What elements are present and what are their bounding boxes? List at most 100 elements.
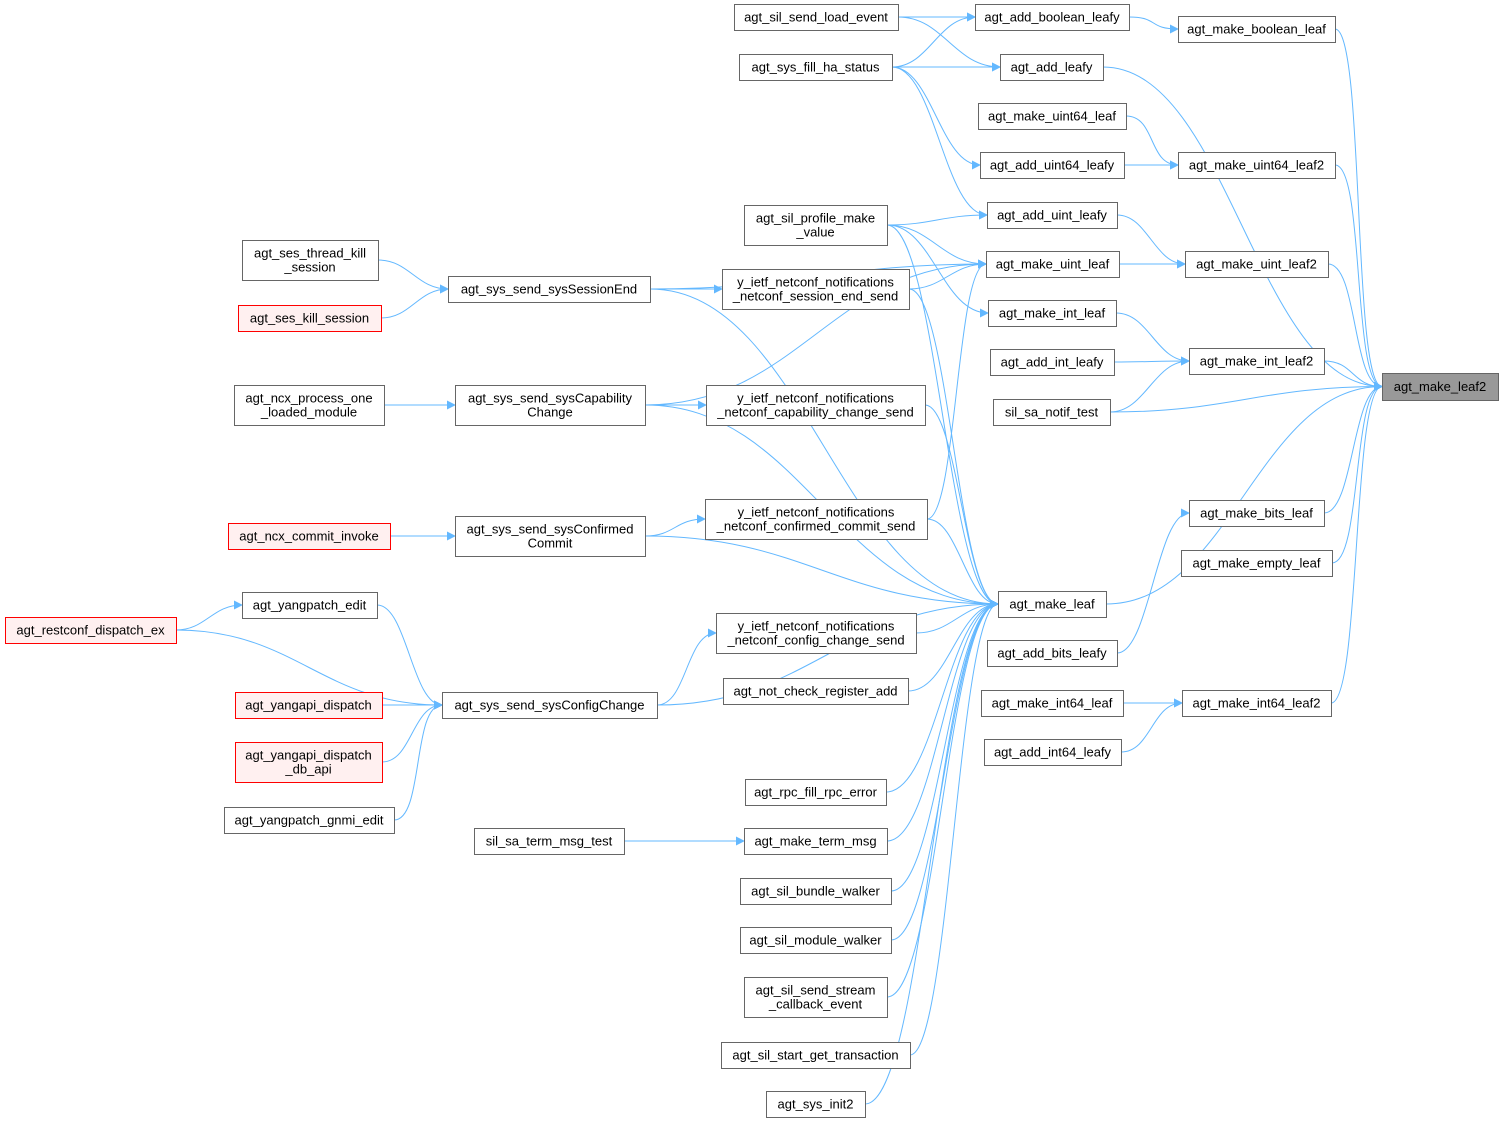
node-agt_restconf_dispatch_ex[interactable]: agt_restconf_dispatch_ex	[5, 617, 177, 644]
node-sil_sa_term_msg_test[interactable]: sil_sa_term_msg_test	[474, 828, 625, 855]
node-agt_make_term_msg[interactable]: agt_make_term_msg	[744, 828, 888, 855]
node-label: agt_ses_kill_session	[250, 311, 369, 326]
node-agt_sil_module_walker[interactable]: agt_sil_module_walker	[740, 927, 892, 954]
node-agt_ses_kill_session[interactable]: agt_ses_kill_session	[238, 305, 382, 332]
call-edge-agt_sil_send_load_event-to-agt_add_leafy	[897, 16, 1001, 72]
node-agt_make_int64_leaf2[interactable]: agt_make_int64_leaf2	[1182, 690, 1332, 717]
node-label: agt_make_uint64_leaf2	[1189, 158, 1324, 173]
node-y_ietf_netconf_notifications_netconf_config_change_send[interactable]: y_ietf_netconf_notifications_netconf_con…	[716, 613, 917, 654]
node-agt_make_uint_leaf2[interactable]: agt_make_uint_leaf2	[1185, 251, 1329, 278]
node-agt_ncx_commit_invoke[interactable]: agt_ncx_commit_invoke	[228, 523, 391, 550]
node-agt_sys_init2[interactable]: agt_sys_init2	[766, 1091, 866, 1118]
call-edge-agt_ses_kill_session-to-agt_sys_send_sysSessionEnd	[380, 284, 449, 319]
call-edge-y_ietf_netconf_notifications_netconf_session_end_send-to-agt_make_leaf	[908, 288, 999, 609]
node-label: agt_add_leafy	[1011, 60, 1093, 75]
call-edge-agt_make_boolean_leaf-to-agt_make_leaf2	[1334, 28, 1383, 391]
node-agt_add_int64_leafy[interactable]: agt_add_int64_leafy	[984, 739, 1122, 766]
node-agt_sil_bundle_walker[interactable]: agt_sil_bundle_walker	[740, 878, 892, 905]
node-agt_make_leaf[interactable]: agt_make_leaf	[998, 591, 1107, 618]
node-agt_make_int_leaf[interactable]: agt_make_int_leaf	[988, 300, 1117, 327]
node-y_ietf_netconf_notifications_netconf_confirmed_commit_send[interactable]: y_ietf_netconf_notifications_netconf_con…	[705, 499, 928, 540]
node-box	[744, 205, 888, 246]
call-edge-y_ietf_netconf_notifications_netconf_session_end_send-to-agt_make_uint_leaf	[908, 259, 987, 290]
node-box	[235, 742, 383, 783]
node-agt_sys_fill_ha_status[interactable]: agt_sys_fill_ha_status	[739, 54, 893, 81]
node-label: agt_add_boolean_leafy	[984, 10, 1120, 25]
node-agt_ses_thread_kill_session[interactable]: agt_ses_thread_kill_session	[242, 240, 379, 281]
node-agt_yangpatch_edit[interactable]: agt_yangpatch_edit	[242, 592, 378, 619]
call-edge-y_ietf_netconf_notifications_netconf_confirmed_commit_send-to-agt_make_uint_leaf	[926, 259, 987, 520]
node-agt_yangapi_dispatch[interactable]: agt_yangapi_dispatch	[235, 692, 383, 719]
node-agt_sil_send_stream_callback_event[interactable]: agt_sil_send_stream_callback_event	[744, 977, 888, 1018]
call-edge-agt_rpc_fill_rpc_error-to-agt_make_leaf	[885, 599, 999, 793]
call-edge-agt_sil_profile_make_value-to-agt_make_uint_leaf	[886, 224, 987, 269]
node-agt_ncx_process_one_loaded_module[interactable]: agt_ncx_process_one_loaded_module	[234, 385, 385, 426]
call-edge-agt_sys_init2-to-agt_make_leaf	[864, 599, 999, 1105]
call-edge-agt_make_leaf-to-agt_make_leaf2	[1105, 382, 1383, 605]
node-agt_add_uint64_leafy[interactable]: agt_add_uint64_leafy	[980, 152, 1125, 179]
node-agt_rpc_fill_rpc_error[interactable]: agt_rpc_fill_rpc_error	[745, 779, 887, 806]
node-label: agt_add_uint_leafy	[997, 208, 1107, 223]
node-label: agt_yangpatch_gnmi_edit	[235, 813, 384, 828]
node-agt_sys_send_sysConfigChange[interactable]: agt_sys_send_sysConfigChange	[442, 692, 658, 719]
node-agt_sil_send_load_event[interactable]: agt_sil_send_load_event	[734, 4, 899, 31]
call-edge-agt_add_boolean_leafy-to-agt_make_boolean_leaf	[1128, 16, 1179, 34]
node-agt_add_bits_leafy[interactable]: agt_add_bits_leafy	[987, 640, 1118, 667]
node-label: agt_sys_fill_ha_status	[752, 60, 880, 75]
node-agt_make_boolean_leaf[interactable]: agt_make_boolean_leaf	[1178, 16, 1336, 43]
node-agt_sil_start_get_transaction[interactable]: agt_sil_start_get_transaction	[721, 1042, 911, 1069]
node-box	[1178, 152, 1336, 179]
node-label: agt_sil_profile_make	[756, 211, 875, 226]
node-box	[238, 305, 382, 332]
node-agt_make_uint64_leaf2[interactable]: agt_make_uint64_leaf2	[1178, 152, 1336, 179]
node-label: _netconf_capability_change_send	[716, 405, 914, 420]
node-box	[1382, 373, 1499, 401]
node-label: agt_yangapi_dispatch	[245, 748, 372, 763]
call-edge-agt_sys_send_sysCapabilityChange-to-agt_make_uint_leaf	[644, 259, 987, 406]
node-agt_add_int_leafy[interactable]: agt_add_int_leafy	[990, 349, 1115, 376]
node-agt_make_bits_leaf[interactable]: agt_make_bits_leaf	[1189, 500, 1325, 527]
call-edge-agt_sys_fill_ha_status-to-agt_add_uint_leafy	[891, 66, 988, 220]
node-agt_sil_profile_make_value[interactable]: agt_sil_profile_make_value	[744, 205, 888, 246]
node-agt_yangapi_dispatch_db_api[interactable]: agt_yangapi_dispatch_db_api	[235, 742, 383, 783]
node-agt_sys_send_sysSessionEnd[interactable]: agt_sys_send_sysSessionEnd	[448, 276, 651, 303]
node-agt_not_check_register_add[interactable]: agt_not_check_register_add	[723, 678, 909, 705]
node-agt_make_uint64_leaf[interactable]: agt_make_uint64_leaf	[978, 103, 1127, 130]
node-box	[745, 779, 887, 806]
call-edge-agt_make_uint64_leaf2-to-agt_make_leaf2	[1334, 164, 1383, 391]
edge-layer	[175, 12, 1383, 1105]
node-layer: agt_make_leaf2 agt_make_boolean_leaf agt_a…	[5, 4, 1499, 1118]
node-agt_make_empty_leaf[interactable]: agt_make_empty_leaf	[1181, 550, 1333, 577]
node-label: Commit	[528, 536, 573, 551]
call-edge-agt_yangpatch_gnmi_edit-to-agt_sys_send_sysConfigChange	[393, 700, 443, 821]
call-edge-agt_make_empty_leaf-to-agt_make_leaf2	[1331, 382, 1383, 564]
call-edge-agt_sys_fill_ha_status-to-agt_add_boolean_leafy	[891, 12, 976, 68]
node-label: sil_sa_term_msg_test	[486, 834, 613, 849]
node-box	[242, 592, 378, 619]
node-sil_sa_notif_test[interactable]: sil_sa_notif_test	[993, 399, 1111, 426]
node-y_ietf_netconf_notifications_netconf_session_end_send[interactable]: y_ietf_netconf_notifications_netconf_ses…	[722, 269, 910, 310]
node-box	[986, 251, 1120, 278]
node-agt_make_int64_leaf[interactable]: agt_make_int64_leaf	[981, 690, 1124, 717]
node-agt_add_leafy[interactable]: agt_add_leafy	[1000, 54, 1104, 81]
node-y_ietf_netconf_notifications_netconf_capability_change_send[interactable]: y_ietf_netconf_notifications_netconf_cap…	[706, 385, 926, 426]
node-agt_yangpatch_gnmi_edit[interactable]: agt_yangpatch_gnmi_edit	[224, 807, 395, 834]
node-label: agt_not_check_register_add	[733, 684, 897, 699]
call-edge-agt_make_term_msg-to-agt_make_leaf	[886, 599, 999, 842]
call-edge-agt_ses_thread_kill_session-to-agt_sys_send_sysSessionEnd	[377, 259, 449, 294]
node-agt_make_leaf2[interactable]: agt_make_leaf2	[1382, 373, 1499, 401]
node-label: agt_make_uint64_leaf	[988, 109, 1116, 124]
node-agt_add_boolean_leafy[interactable]: agt_add_boolean_leafy	[975, 4, 1130, 31]
node-agt_make_int_leaf2[interactable]: agt_make_int_leaf2	[1189, 348, 1325, 375]
node-label: agt_make_uint_leaf	[996, 257, 1110, 272]
node-box	[224, 807, 395, 834]
node-box	[455, 516, 646, 557]
node-agt_add_uint_leafy[interactable]: agt_add_uint_leafy	[987, 202, 1118, 229]
node-label: agt_ses_thread_kill	[254, 246, 366, 261]
node-box	[744, 977, 888, 1018]
node-agt_make_uint_leaf[interactable]: agt_make_uint_leaf	[986, 251, 1120, 278]
node-box	[442, 692, 658, 719]
node-label: agt_sys_init2	[778, 1097, 854, 1112]
